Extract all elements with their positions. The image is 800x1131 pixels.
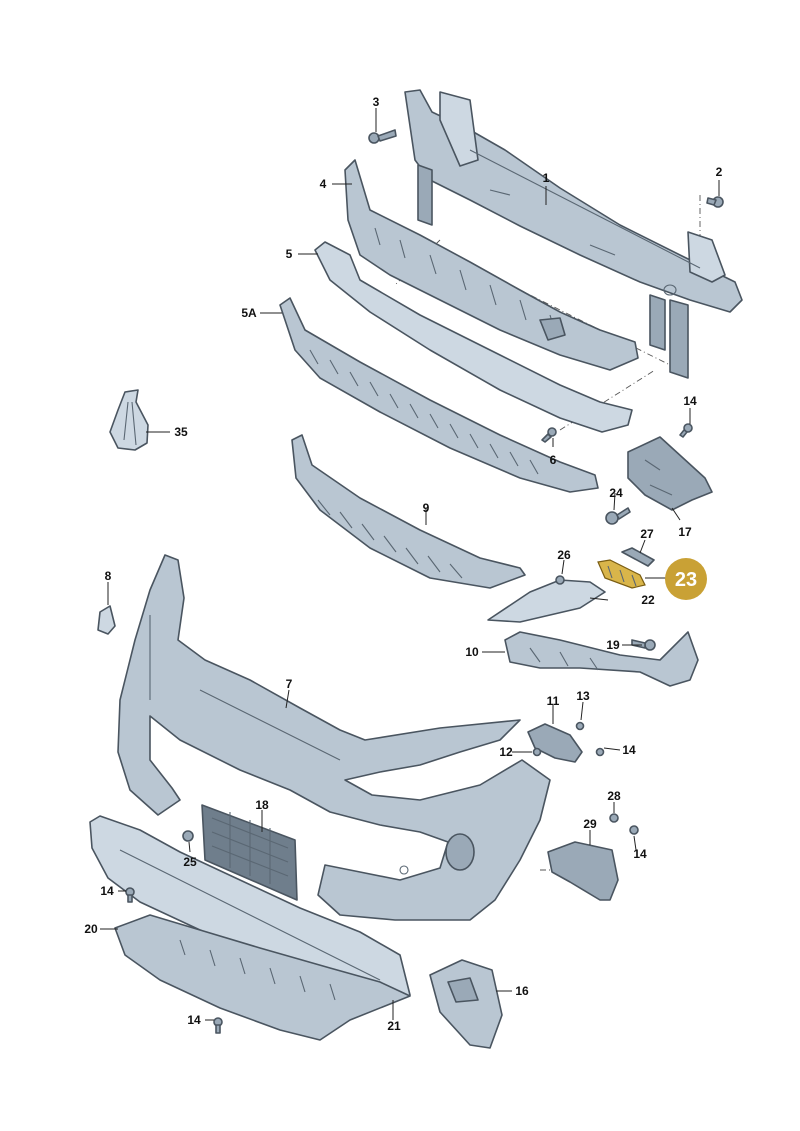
part-27-clip[interactable]	[621, 547, 655, 567]
part-21-underbody[interactable]	[114, 914, 411, 1041]
screw-2-icon[interactable]	[706, 196, 724, 208]
part-7-bumper-cover[interactable]	[117, 554, 551, 921]
part-16-fog-trim[interactable]	[429, 959, 503, 1049]
part-18-plate-holder[interactable]	[201, 804, 298, 901]
part-5a-absorber[interactable]	[279, 297, 599, 493]
callout-21[interactable]: 21	[387, 1019, 401, 1033]
callout-14c[interactable]: 14	[633, 847, 647, 861]
callout-22[interactable]: 22	[641, 593, 655, 607]
callout-29[interactable]: 29	[583, 817, 597, 831]
part-23-guide-highlight[interactable]	[597, 559, 646, 589]
part-29-bracket[interactable]	[547, 841, 619, 901]
callout-11[interactable]: 11	[547, 694, 560, 708]
callout-14b[interactable]: 14	[622, 743, 636, 757]
screw-14a-icon[interactable]	[679, 423, 693, 438]
callout-20[interactable]: 20	[84, 922, 98, 936]
callout-3[interactable]: 3	[373, 95, 380, 109]
screw-24-icon[interactable]	[605, 507, 631, 525]
part-10-bracket[interactable]	[504, 631, 699, 687]
callout-23-highlight[interactable]: 23	[665, 558, 707, 600]
callout-12[interactable]: 12	[499, 745, 513, 759]
callout-26[interactable]: 26	[557, 548, 571, 562]
callout-18[interactable]: 18	[255, 798, 269, 812]
part-35-pouch[interactable]	[109, 389, 149, 451]
callout-1[interactable]: 1	[543, 171, 550, 185]
part-11-bracket[interactable]	[527, 723, 583, 763]
callout-9[interactable]: 9	[423, 501, 430, 515]
fasteners	[125, 129, 724, 1034]
callout-4[interactable]: 4	[320, 177, 327, 191]
callout-24[interactable]: 24	[609, 486, 623, 500]
callout-14e[interactable]: 14	[187, 1013, 201, 1027]
screw-25-icon[interactable]	[182, 830, 194, 842]
callout-19[interactable]: 19	[606, 638, 620, 652]
part-4-absorber[interactable]	[344, 159, 639, 371]
callout-labels: 1 2 3 4 5 5A 6 7 8 9 10 11 12 13 14 14 1…	[84, 95, 722, 1033]
screw-6-icon[interactable]	[541, 427, 557, 443]
part-1-reinforcement-beam[interactable]	[404, 89, 743, 379]
callout-13[interactable]: 13	[576, 689, 590, 703]
callout-5a[interactable]: 5A	[241, 306, 257, 320]
callout-6[interactable]: 6	[550, 453, 557, 467]
screw-14e-icon[interactable]	[213, 1017, 223, 1034]
screw-14b-icon[interactable]	[595, 747, 605, 757]
screw-14d-icon[interactable]	[125, 887, 135, 903]
part-8-cap[interactable]	[97, 605, 116, 635]
callout-8[interactable]: 8	[105, 569, 112, 583]
callout-17[interactable]: 17	[678, 525, 692, 539]
callout-10[interactable]: 10	[465, 645, 479, 659]
callout-7[interactable]: 7	[286, 677, 293, 691]
screw-12-icon[interactable]	[532, 747, 542, 757]
leader-lines	[100, 108, 720, 1021]
callout-14d[interactable]: 14	[100, 884, 114, 898]
callout-14a[interactable]: 14	[683, 394, 697, 408]
part-22-trim[interactable]	[487, 579, 606, 623]
callout-5[interactable]: 5	[286, 247, 293, 261]
part-17-bracket[interactable]	[627, 436, 713, 511]
callout-23[interactable]: 23	[675, 569, 697, 591]
callout-35[interactable]: 35	[174, 425, 188, 439]
callout-25[interactable]: 25	[183, 855, 197, 869]
part-5-strip[interactable]	[314, 241, 633, 433]
screw-3-icon[interactable]	[368, 129, 397, 144]
callout-28[interactable]: 28	[607, 789, 621, 803]
screw-13-icon[interactable]	[575, 721, 585, 731]
callout-2[interactable]: 2	[716, 165, 723, 179]
screw-26-icon[interactable]	[555, 575, 565, 585]
highlight-badge	[665, 558, 707, 600]
callout-16[interactable]: 16	[515, 984, 529, 998]
screw-14c-icon[interactable]	[629, 825, 639, 835]
callout-27[interactable]: 27	[640, 527, 654, 541]
screw-28-icon[interactable]	[609, 813, 619, 823]
part-9-absorber-lower[interactable]	[291, 434, 526, 589]
